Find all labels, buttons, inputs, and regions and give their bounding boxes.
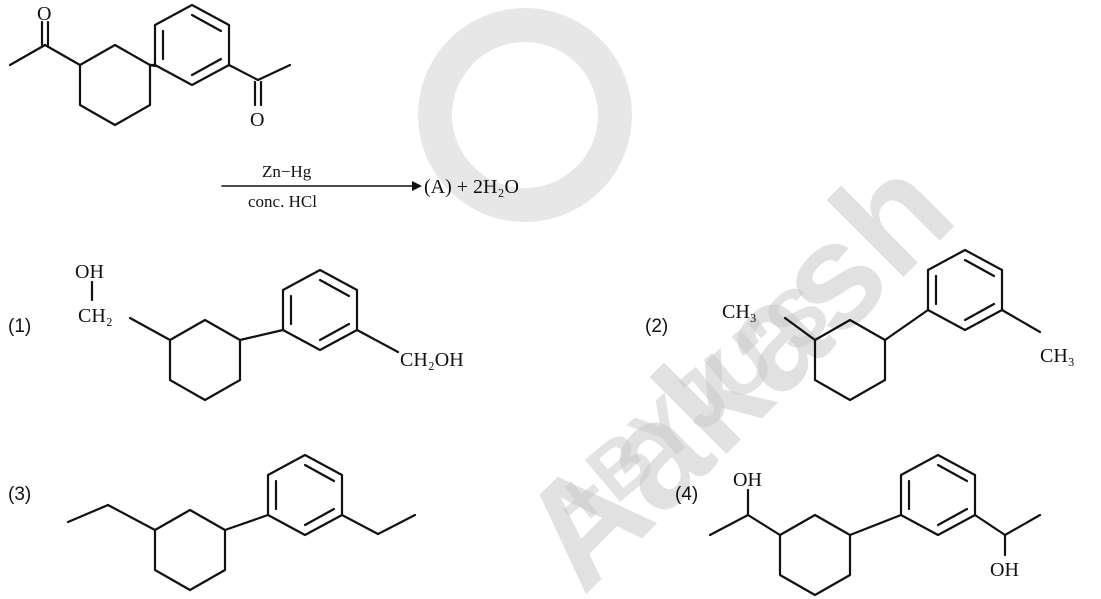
option-4-oh-right: OH (990, 559, 1019, 581)
option-1: (1) OH CH₂ CH₂OH (8, 261, 464, 402)
reactant-right-oxygen: O (250, 109, 264, 131)
option-2-label: (2) (645, 316, 668, 337)
option-2-ch3-left: CH₃ (722, 301, 757, 323)
reagent-top: Zn−Hg (262, 162, 312, 181)
option-3: (3) (8, 453, 417, 592)
option-4-label: (4) (675, 484, 698, 505)
option-1-ch2: CH₂ (78, 305, 113, 327)
option-2: (2) CH₃ CH₃ (645, 248, 1075, 402)
option-1-label: (1) (8, 316, 31, 337)
reactant-left-oxygen: O (37, 3, 51, 25)
option-4: (4) OH OH (675, 453, 1042, 597)
option-4-oh-left: OH (733, 469, 762, 491)
option-2-ch3-right: CH₃ (1040, 345, 1075, 367)
option-3-label: (3) (8, 484, 31, 505)
option-1-ch2oh: CH₂OH (400, 349, 464, 371)
reactant-molecule: O O (8, 3, 292, 131)
option-1-oh: OH (75, 261, 104, 283)
reagent-bottom: conc. HCl (248, 192, 317, 211)
arrow-head (412, 181, 422, 191)
reaction-arrow-group: Zn−Hg conc. HCl (A) + 2H₂O (221, 162, 519, 211)
reaction-product: (A) + 2H₂O (424, 176, 519, 198)
